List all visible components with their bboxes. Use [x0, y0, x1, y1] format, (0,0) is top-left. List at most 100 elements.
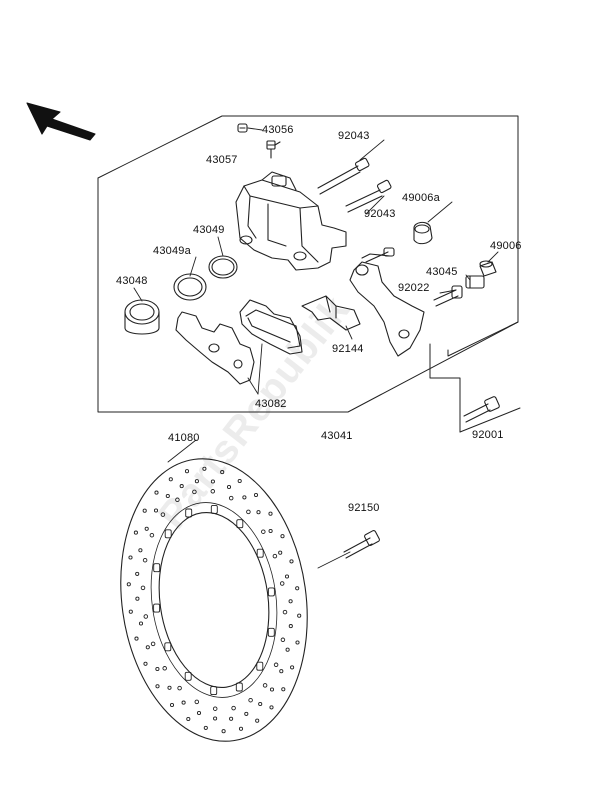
bolt-92001 — [463, 396, 500, 423]
disc-hole — [169, 702, 175, 708]
disc-hole — [253, 492, 259, 498]
disc-hole — [295, 586, 300, 591]
disc-hole — [269, 687, 275, 692]
bolt-92043-upper — [317, 157, 370, 195]
disc-hole — [269, 705, 274, 710]
disc-hole — [262, 683, 268, 688]
disc-hole — [143, 661, 148, 666]
disc-hole — [261, 529, 266, 534]
label-92043-upper: 92043 — [338, 130, 370, 142]
disc-hole — [168, 477, 173, 482]
label-43048: 43048 — [116, 275, 148, 287]
disc-hole — [153, 508, 159, 513]
disc-hole — [285, 647, 290, 652]
disc-carrier-slot — [184, 671, 192, 681]
disc-hole — [142, 557, 148, 563]
front-direction-arrow-icon — [26, 102, 96, 141]
disc-hole — [273, 662, 279, 668]
brake-pad-outer — [239, 299, 303, 355]
disc-hole — [143, 614, 149, 619]
disc-carrier-slot — [256, 548, 264, 558]
label-43045: 43045 — [426, 266, 458, 278]
disc-hole — [238, 726, 244, 731]
disc-hole — [297, 613, 302, 618]
boot-49006 — [479, 260, 497, 277]
label-43049a: 43049a — [153, 245, 191, 257]
disc-hole — [220, 470, 225, 475]
disc-hole — [149, 532, 155, 538]
label-43056: 43056 — [262, 124, 294, 136]
disc-carrier-slot — [210, 686, 218, 696]
disc-hole — [256, 510, 261, 515]
piston-43048 — [124, 299, 160, 335]
disc-hole — [278, 550, 283, 555]
disc-hole — [213, 716, 218, 721]
disc-hole — [226, 484, 232, 490]
disc-hole — [268, 528, 273, 534]
bracket-frame — [429, 321, 521, 433]
disc-carrier-slot — [185, 508, 193, 518]
disc-hole — [165, 493, 170, 499]
disc-hole — [144, 526, 149, 531]
label-43082: 43082 — [255, 398, 287, 410]
label-43057: 43057 — [206, 154, 238, 166]
disc-hole — [167, 685, 172, 690]
disc-hole — [134, 636, 139, 641]
disc-hole — [126, 582, 131, 587]
disc-hole — [281, 687, 286, 692]
disc-hole — [282, 609, 288, 615]
leader-lines — [133, 127, 499, 463]
disc-hole — [192, 489, 197, 495]
boot-49006a — [413, 221, 433, 245]
disc-carrier-slot — [267, 627, 275, 637]
disc-hole — [231, 705, 236, 711]
disc-hole — [160, 512, 166, 517]
disc-hole — [138, 548, 143, 553]
caliper-assembly-frame — [97, 115, 519, 413]
disc-hole — [242, 495, 247, 500]
disc-hole — [280, 534, 285, 539]
caliper-bracket — [349, 247, 425, 357]
sleeve-92022 — [433, 285, 463, 307]
caliper-body — [235, 171, 347, 271]
disc-carrier-slot — [267, 587, 275, 597]
label-92144: 92144 — [332, 343, 364, 355]
disc-hole — [128, 555, 133, 560]
disc-hole — [246, 509, 251, 515]
disc-hole — [196, 710, 202, 716]
disc-carrier-slot — [235, 682, 243, 692]
disc-hole — [210, 489, 216, 494]
disc-hole — [248, 697, 253, 703]
disc-hole — [284, 574, 290, 579]
disc-hole — [255, 718, 260, 723]
disc-hole — [244, 711, 249, 716]
disc-hole — [162, 666, 167, 671]
dust-seal-43049a — [173, 273, 207, 301]
disc-hole — [279, 669, 284, 674]
disc-hole — [268, 511, 273, 516]
disc-carrier-slot — [236, 519, 244, 529]
brake-pad-inner — [175, 311, 255, 385]
disc-hole — [154, 490, 159, 495]
disc-bolt-92150 — [317, 530, 380, 569]
disc-carrier-slot — [153, 563, 161, 573]
disc-hole — [135, 571, 140, 576]
pin-43045 — [465, 275, 485, 289]
disc-hole — [138, 621, 144, 626]
label-49006a: 49006a — [402, 192, 440, 204]
disc-hole — [280, 637, 286, 643]
disc-hole — [194, 479, 199, 484]
disc-hole — [288, 624, 293, 629]
label-92043-lower: 92043 — [364, 208, 396, 220]
disc-hole — [295, 640, 300, 645]
disc-hole — [202, 466, 207, 471]
disc-hole — [228, 495, 234, 501]
disc-hole — [179, 484, 184, 489]
disc-carrier-slot — [153, 603, 161, 613]
disc-carrier-slot — [256, 661, 264, 671]
label-92001: 92001 — [472, 429, 504, 441]
bleeder-cap-43056 — [237, 123, 248, 133]
disc-hole — [229, 716, 234, 721]
